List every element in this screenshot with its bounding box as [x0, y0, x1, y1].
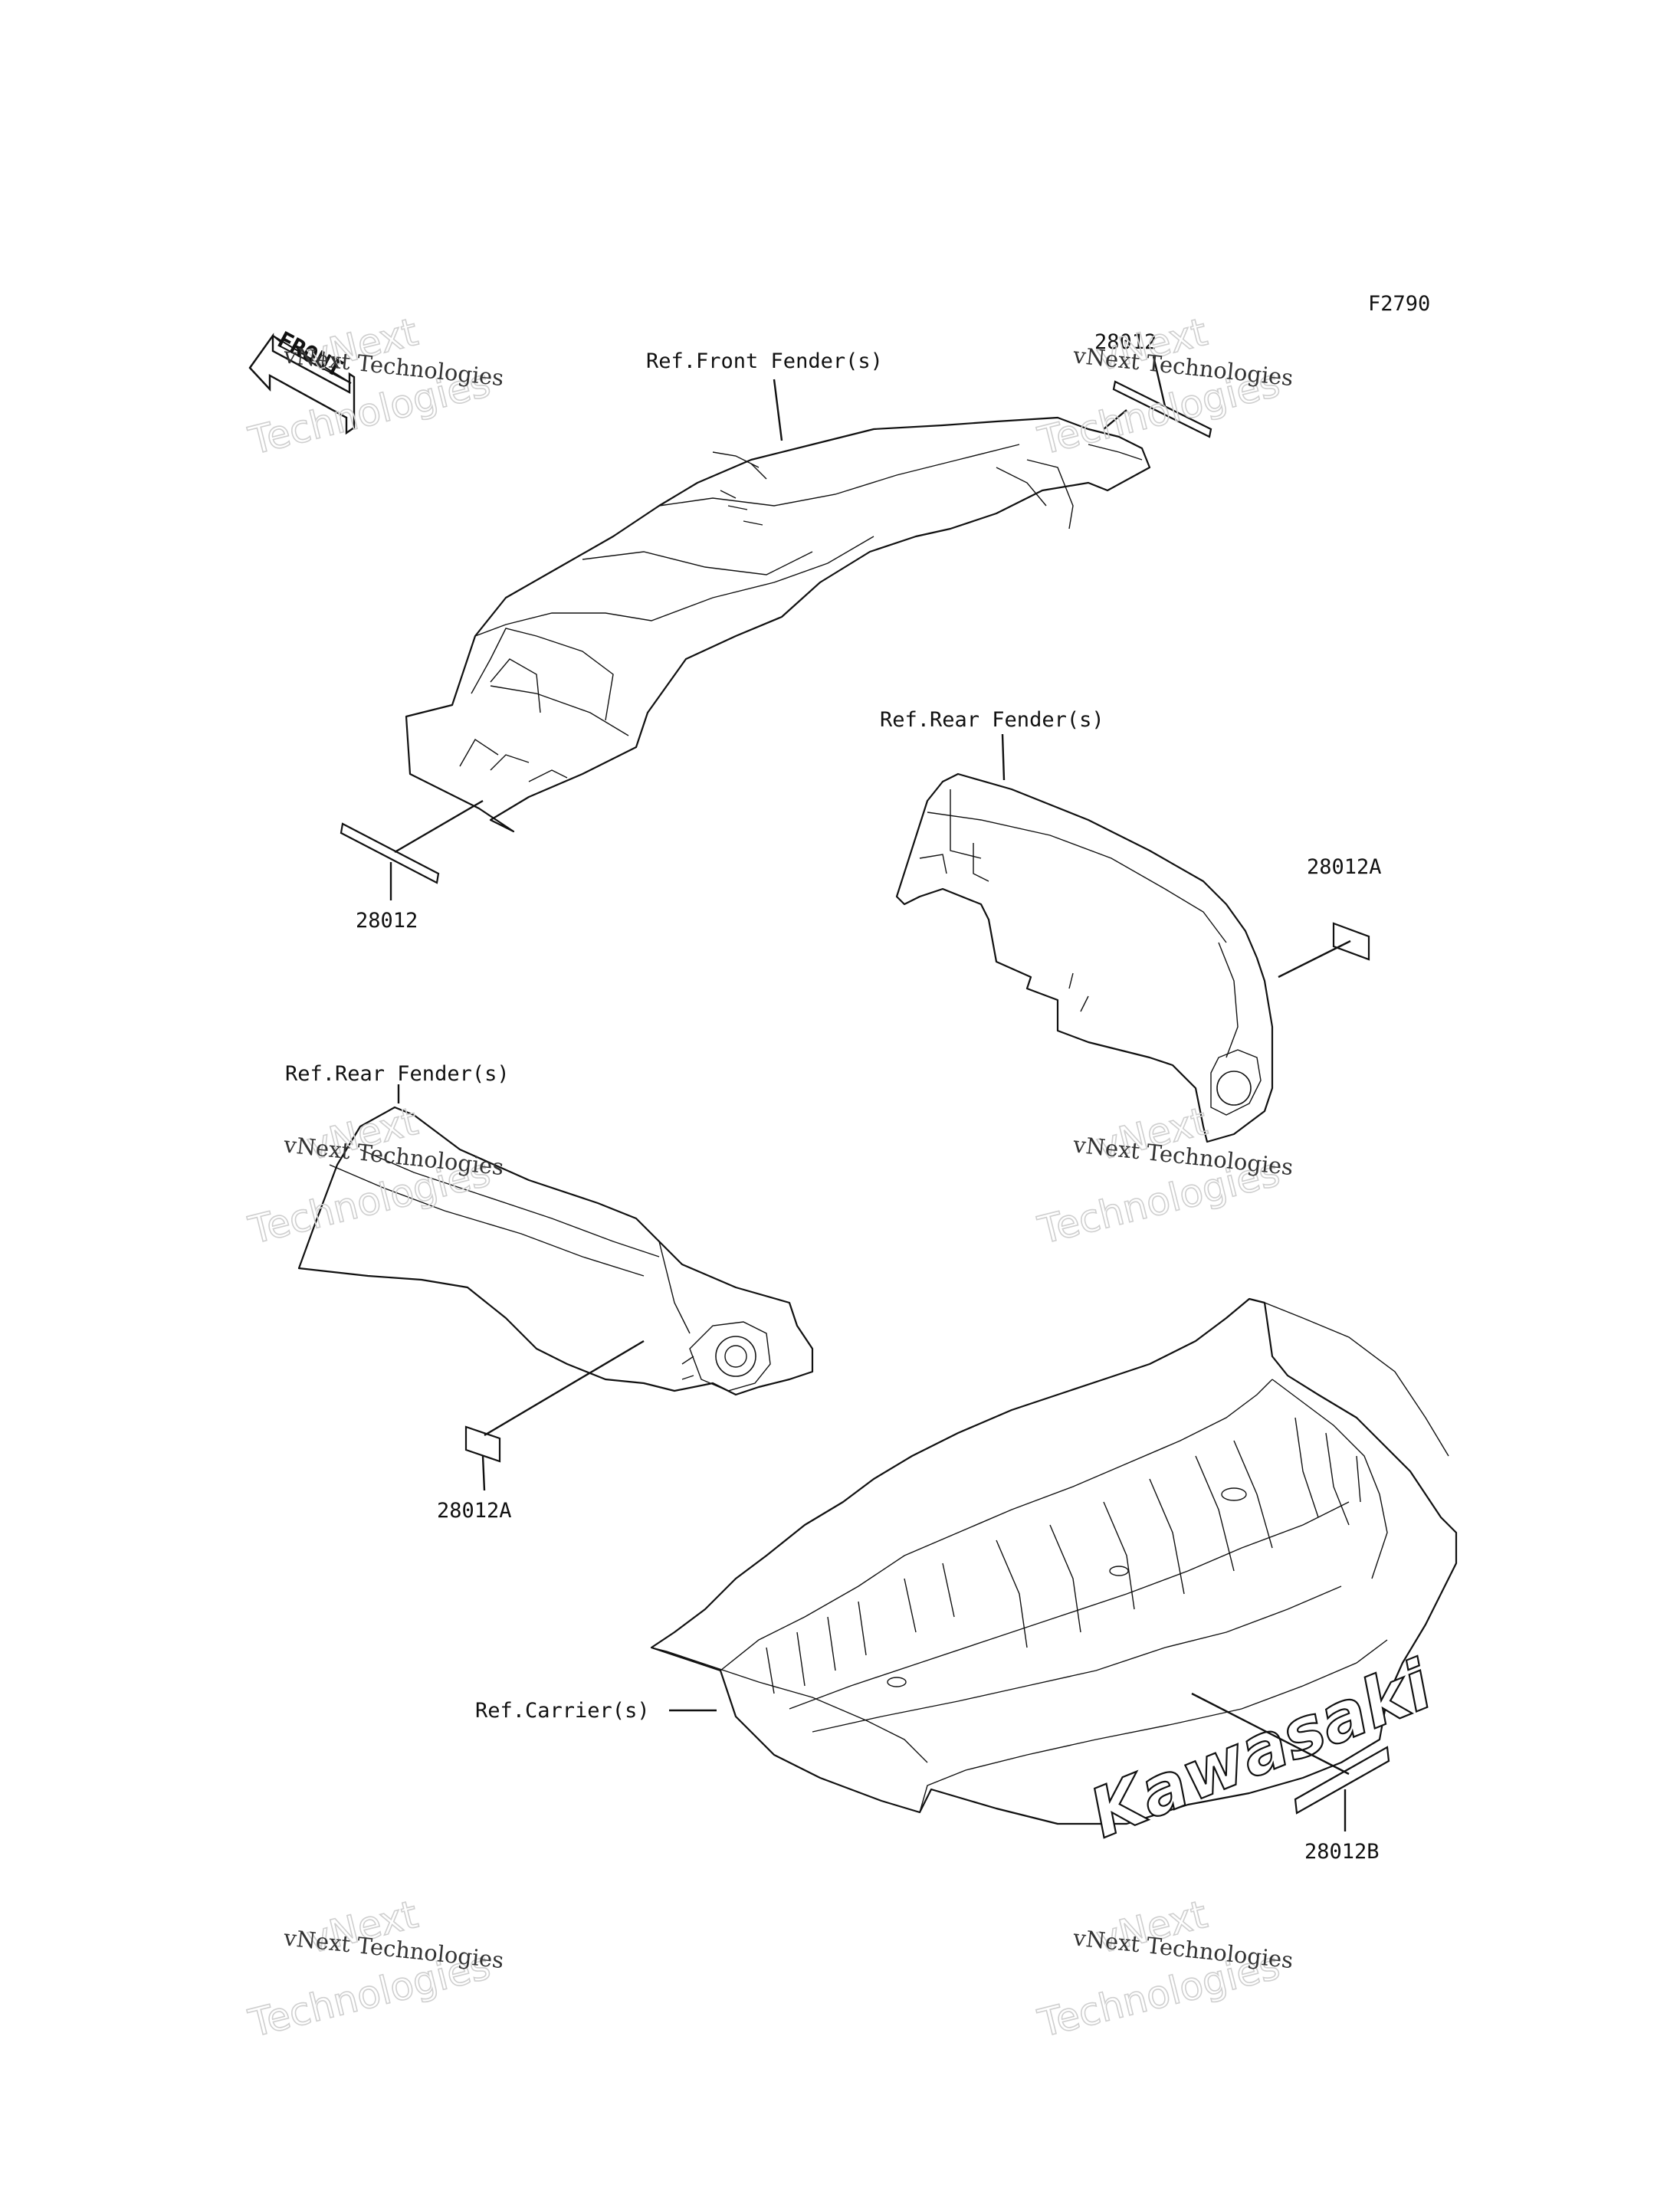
label-ref-rear-fender-left: Ref.Rear Fender(s) — [285, 1062, 510, 1086]
label-28012a-left: 28012A — [437, 1499, 512, 1523]
decal-28012a-left — [464, 1425, 501, 1463]
label-ref-carrier: Ref.Carrier(s) — [475, 1699, 650, 1723]
label-ref-front-fender: Ref.Front Fender(s) — [646, 349, 883, 373]
decal-28012b — [1294, 1746, 1390, 1815]
front-fender — [405, 416, 1151, 833]
watermark-bottom-right: vNext Technologies vNext Technologies — [1033, 1891, 1294, 2047]
rear-fender-right — [895, 772, 1274, 1143]
figure-code: F2790 — [1368, 292, 1430, 316]
rear-fender-left — [297, 1106, 814, 1396]
label-28012b: 28012B — [1304, 1840, 1380, 1864]
label-28012a-right: 28012A — [1307, 855, 1382, 879]
watermark-bottom-left: vNext Technologies vNext Technologies — [244, 1891, 505, 2047]
label-28012-front: 28012 — [356, 909, 418, 933]
decal-28012a-right — [1332, 922, 1370, 961]
decal-28012-front — [340, 822, 440, 884]
watermark-top-right: vNext Technologies vNext Technologies — [1033, 309, 1294, 464]
watermark-mid-right: vNext Technologies vNext Technologies — [1033, 1098, 1294, 1254]
label-ref-rear-fender-right: Ref.Rear Fender(s) — [880, 708, 1104, 732]
label-28012-top: 28012 — [1094, 330, 1157, 354]
decal-28012-top — [1112, 380, 1212, 438]
